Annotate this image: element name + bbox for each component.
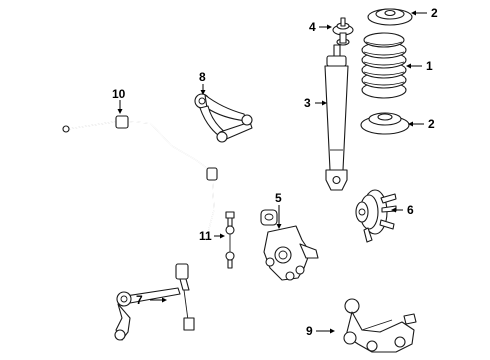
coil-spring[interactable] xyxy=(361,32,407,99)
callout-4: 4 xyxy=(309,20,332,34)
callout-8: 8 xyxy=(199,70,206,95)
svg-text:11: 11 xyxy=(199,229,212,243)
svg-text:7: 7 xyxy=(136,293,143,307)
upper-spring-insulator[interactable] xyxy=(367,8,413,26)
callout-6: 6 xyxy=(391,203,414,217)
svg-text:5: 5 xyxy=(275,191,282,205)
callout-3: 3 xyxy=(304,96,327,110)
hub-bearing[interactable] xyxy=(355,189,397,243)
svg-text:9: 9 xyxy=(306,324,313,338)
callout-2-lower: 2 xyxy=(408,117,435,131)
callout-9: 9 xyxy=(306,324,335,338)
knuckle-bushing xyxy=(260,209,278,226)
svg-text:2: 2 xyxy=(431,6,438,20)
callout-1: 1 xyxy=(406,59,433,73)
lower-control-arm[interactable] xyxy=(343,298,417,353)
svg-text:1: 1 xyxy=(426,59,433,73)
callout-11: 11 xyxy=(199,229,225,243)
rear-knuckle[interactable] xyxy=(260,209,319,281)
svg-text:6: 6 xyxy=(407,203,414,217)
stabilizer-bar[interactable] xyxy=(62,115,218,241)
stabilizer-link[interactable] xyxy=(225,211,235,269)
svg-text:10: 10 xyxy=(112,87,126,101)
callout-7: 7 xyxy=(136,293,167,307)
lower-link-arm[interactable] xyxy=(114,263,195,341)
svg-text:2: 2 xyxy=(428,117,435,131)
callout-2-upper: 2 xyxy=(411,6,438,20)
svg-text:4: 4 xyxy=(309,20,316,34)
lower-spring-insulator[interactable] xyxy=(360,112,410,135)
svg-text:8: 8 xyxy=(199,70,206,84)
shock-upper-mount[interactable] xyxy=(332,17,354,46)
svg-text:3: 3 xyxy=(304,96,311,110)
callout-5: 5 xyxy=(275,191,282,229)
shock-absorber[interactable] xyxy=(324,44,349,191)
upper-control-arm[interactable] xyxy=(194,93,253,143)
callout-10: 10 xyxy=(112,87,126,114)
